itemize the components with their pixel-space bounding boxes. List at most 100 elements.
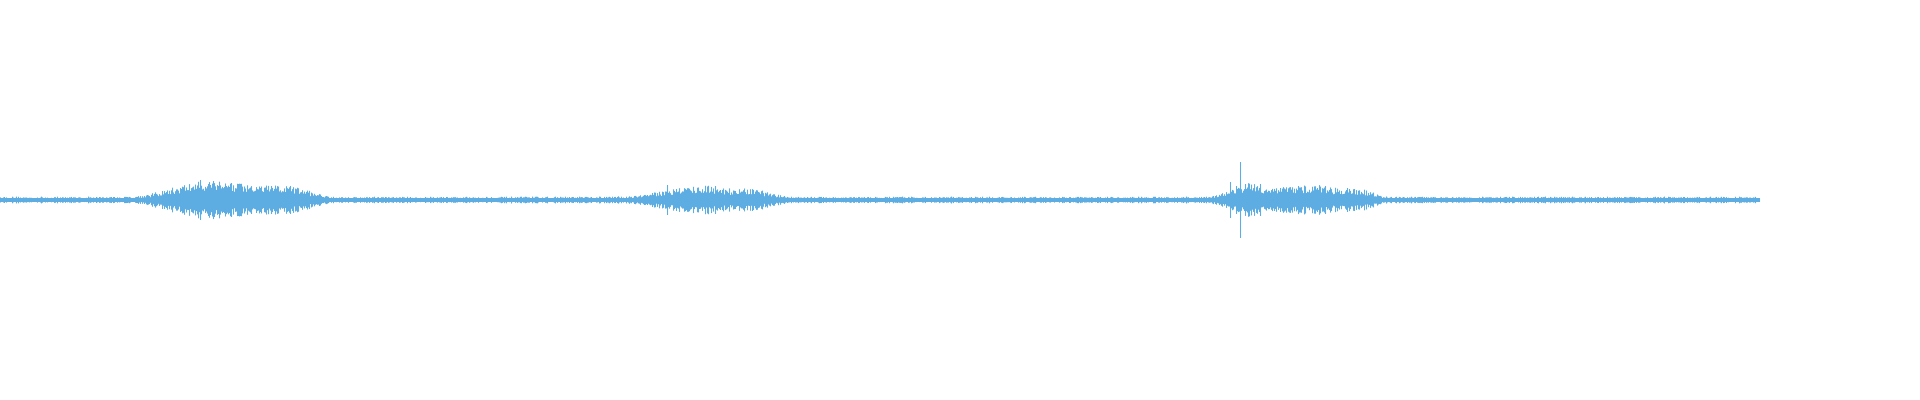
waveform-bar — [552, 198, 554, 202]
waveform-bar — [323, 197, 325, 204]
waveform-bar — [1157, 198, 1159, 202]
waveform-bar — [1329, 189, 1331, 211]
waveform-bar — [1017, 198, 1019, 202]
waveform-bar — [380, 198, 382, 202]
waveform-bar — [1588, 198, 1590, 202]
waveform-bar — [442, 198, 444, 202]
waveform-bar — [197, 185, 199, 215]
waveform-bar — [1597, 197, 1599, 203]
waveform-bar — [864, 197, 866, 203]
waveform-bar — [1025, 197, 1027, 203]
waveform-bar — [1540, 197, 1542, 202]
waveform-bar — [816, 198, 818, 202]
waveform-bar — [710, 191, 712, 209]
waveform-bar — [125, 196, 127, 204]
waveform-bar — [1077, 196, 1079, 204]
waveform-bar — [1557, 197, 1559, 203]
waveform-bar — [445, 198, 447, 202]
waveform-bar — [1425, 198, 1427, 202]
waveform-bar — [1021, 198, 1023, 202]
waveform-bar — [1428, 197, 1430, 203]
waveform-bar — [1341, 190, 1343, 210]
waveform-bar — [1141, 196, 1143, 204]
waveform-bar — [28, 197, 30, 203]
waveform-bar — [105, 198, 107, 202]
waveform-bar — [884, 197, 886, 203]
waveform-bar — [1153, 196, 1155, 204]
waveform-bar — [1221, 194, 1223, 206]
waveform-bar — [231, 183, 233, 217]
waveform-bar — [585, 196, 587, 204]
waveform-bar — [312, 193, 314, 207]
waveform-bar — [1430, 197, 1432, 203]
waveform-bar — [1256, 187, 1258, 213]
waveform-bar — [1352, 193, 1354, 207]
waveform-bar — [324, 197, 326, 203]
waveform-bar — [245, 188, 247, 212]
waveform-bar — [73, 197, 75, 203]
waveform-bar — [880, 198, 882, 202]
waveform-bar — [1443, 197, 1445, 203]
waveform-bar — [1742, 197, 1744, 203]
waveform-bar — [454, 197, 456, 203]
waveform-bar — [448, 198, 450, 202]
waveform-bar — [1549, 197, 1551, 203]
waveform-bar — [1255, 191, 1257, 209]
waveform-bar — [920, 198, 922, 202]
waveform-bar — [264, 187, 266, 213]
waveform-bar — [1573, 197, 1575, 203]
waveform-bar — [616, 198, 618, 202]
waveform-bar — [59, 198, 61, 202]
waveform-bar — [26, 197, 28, 203]
waveform-bar — [1169, 197, 1171, 202]
waveform-bar — [1591, 197, 1593, 204]
waveform-bar — [847, 198, 849, 202]
waveform-bar — [1686, 198, 1688, 202]
waveform-bar — [654, 192, 656, 208]
waveform-bar — [414, 198, 416, 202]
waveform-bar — [500, 197, 502, 203]
waveform-bar — [358, 197, 360, 203]
waveform-bar — [32, 198, 34, 202]
waveform-bar — [598, 198, 600, 202]
waveform-bar — [1271, 190, 1273, 210]
waveform-bar — [173, 192, 175, 208]
waveform-bar — [455, 197, 457, 203]
waveform-bar — [1237, 188, 1239, 212]
waveform-bar — [437, 197, 439, 203]
waveform-bar — [85, 198, 87, 202]
waveform-bar — [593, 197, 595, 202]
waveform-bar — [61, 198, 63, 202]
waveform-bar — [1333, 194, 1335, 206]
waveform-bar — [749, 194, 751, 206]
waveform-bar — [863, 197, 865, 203]
waveform-bar — [764, 196, 766, 204]
waveform-bar — [1582, 198, 1584, 202]
waveform-bar — [1123, 197, 1125, 203]
waveform-bar — [1344, 193, 1346, 207]
waveform-bar — [750, 189, 752, 211]
waveform-bar — [1448, 198, 1450, 202]
waveform-bar — [282, 191, 284, 209]
waveform-bar — [1397, 198, 1399, 202]
waveform-bar — [478, 197, 480, 203]
waveform-bar — [342, 197, 344, 203]
waveform-bar — [619, 197, 621, 203]
waveform-bar — [779, 197, 781, 203]
waveform-bar — [621, 196, 623, 204]
waveform-bar — [1576, 198, 1578, 202]
waveform-bar — [554, 197, 556, 203]
waveform-bar — [688, 188, 690, 212]
waveform-bar — [523, 197, 525, 203]
waveform-bar — [1658, 197, 1660, 203]
waveform-bar — [594, 198, 596, 202]
waveform-bar — [1747, 197, 1749, 203]
waveform-bar — [1010, 197, 1012, 203]
waveform-bar — [670, 193, 672, 207]
waveform-bar — [729, 188, 731, 212]
waveform-bar — [1232, 189, 1234, 211]
waveform-bar — [1149, 198, 1151, 202]
waveform-bar — [890, 198, 892, 202]
waveform-bar — [1575, 197, 1577, 203]
